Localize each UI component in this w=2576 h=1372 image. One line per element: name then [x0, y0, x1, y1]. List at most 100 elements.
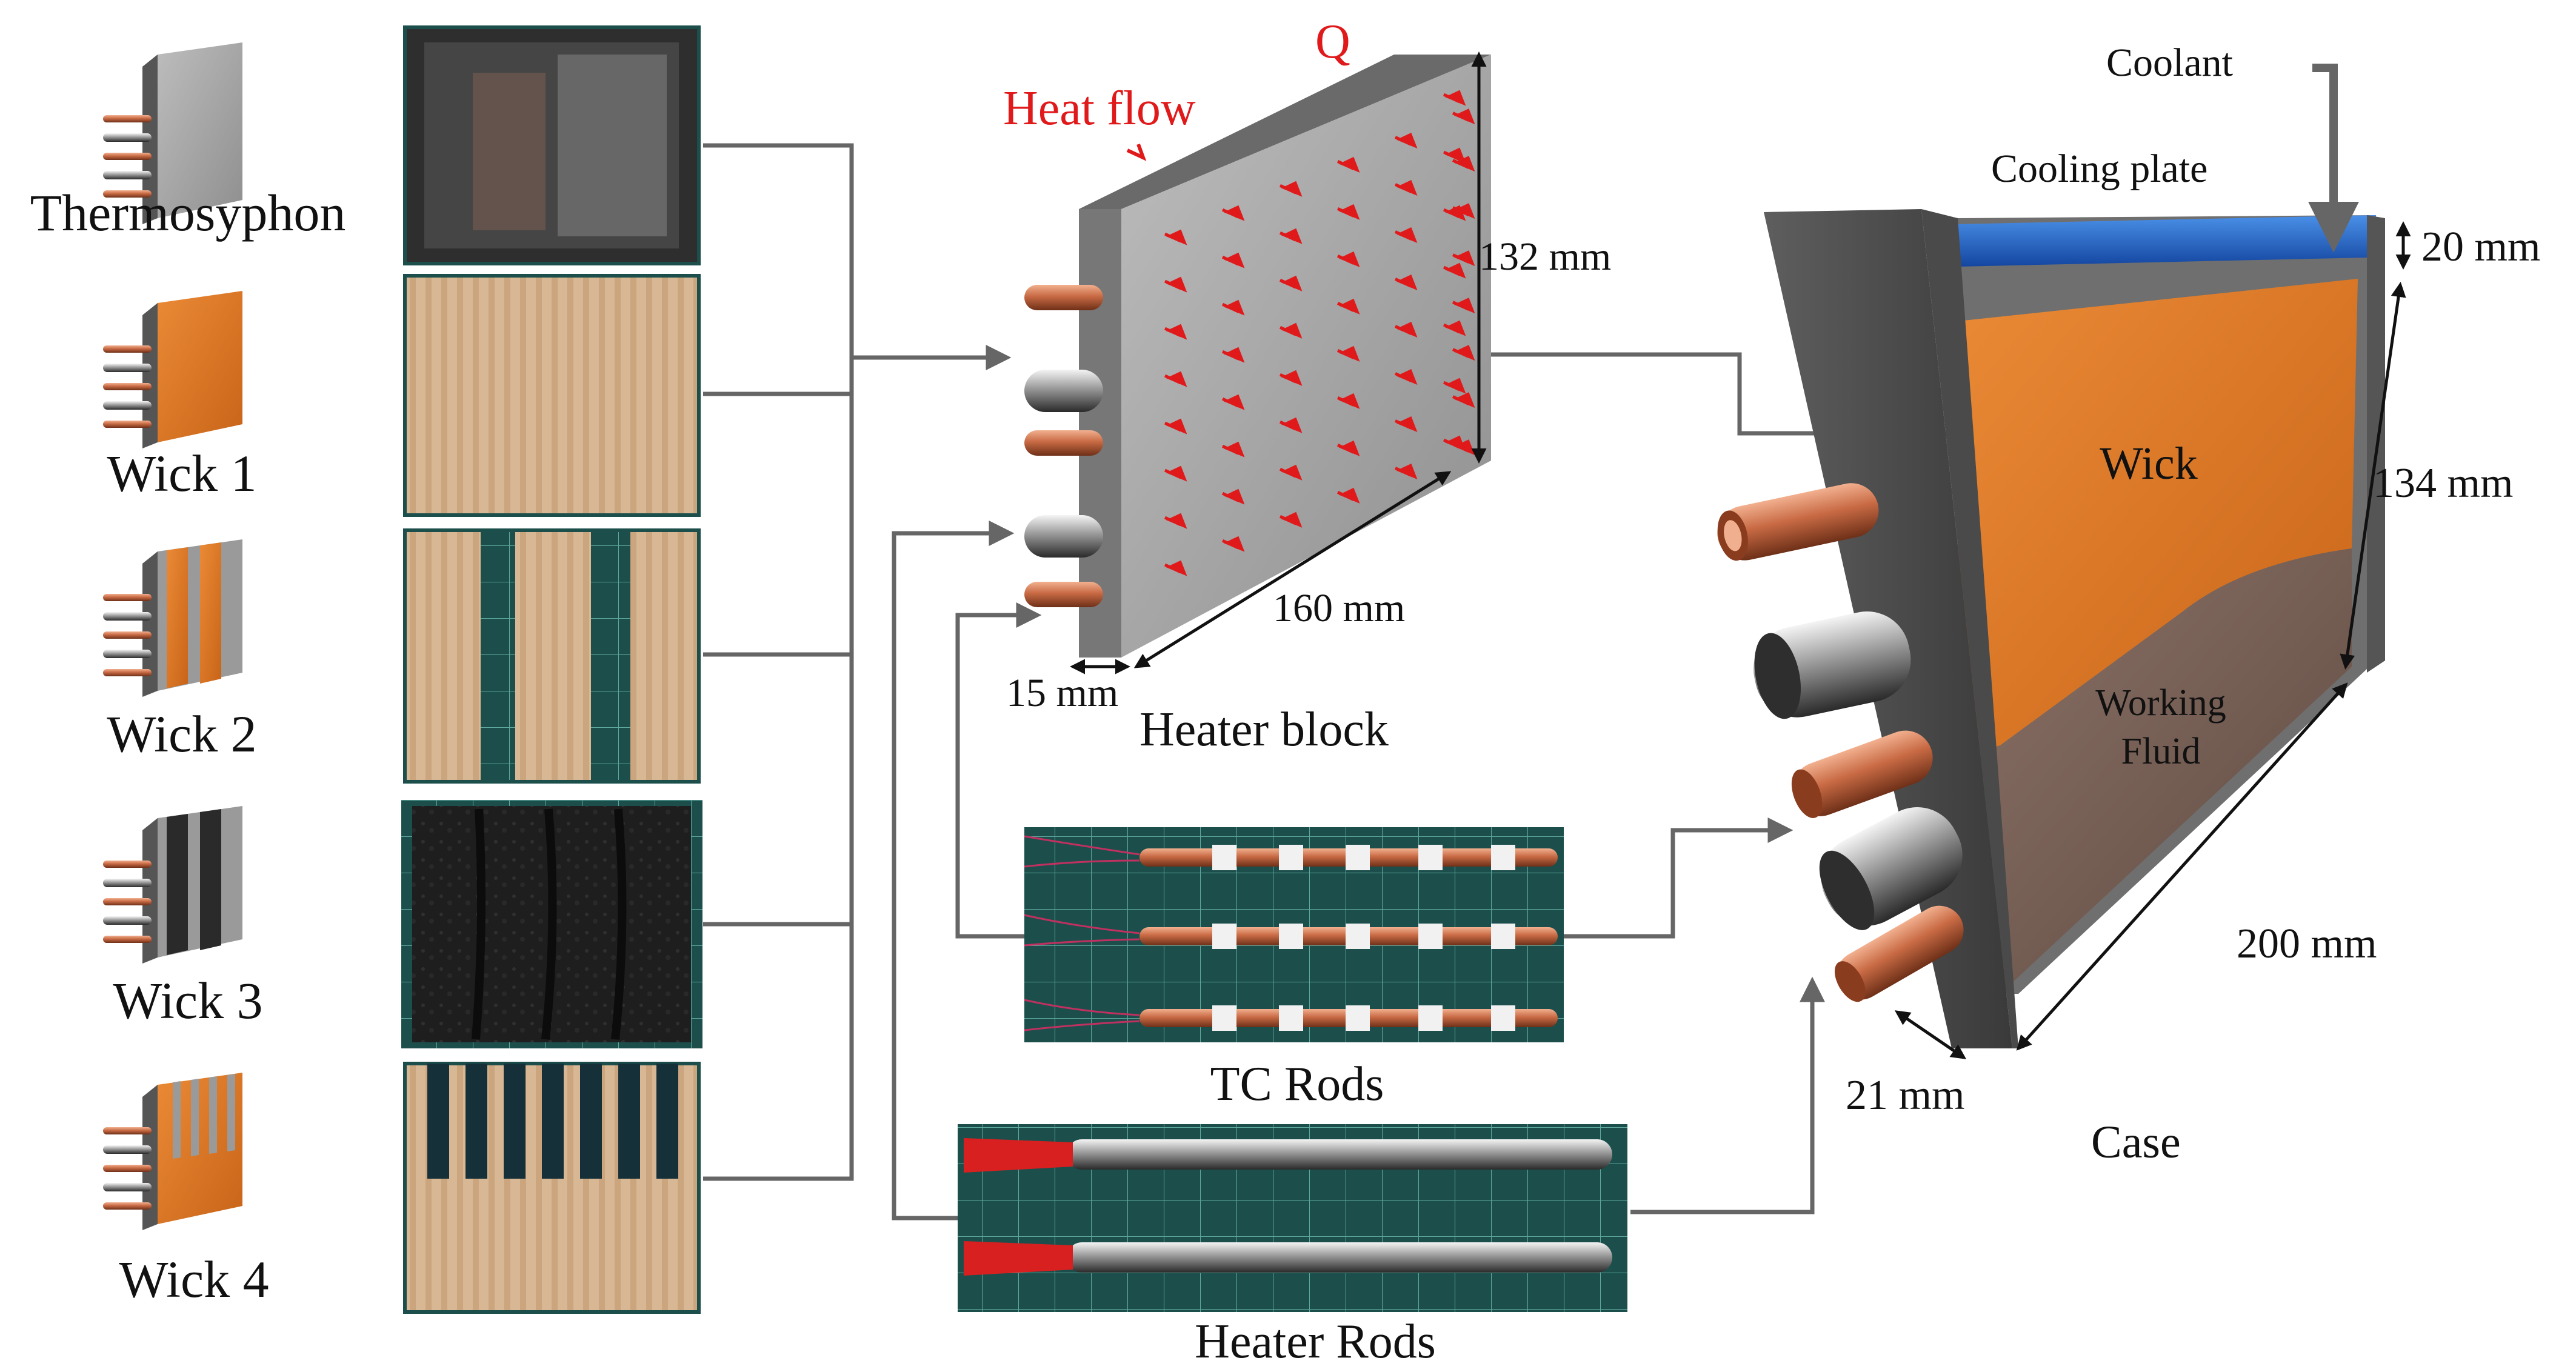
wick-4-icon	[103, 1073, 242, 1230]
heater-depth-label: 15 mm	[1006, 671, 1118, 715]
heat-flow-arrow	[1279, 370, 1303, 386]
heat-flow-arrow	[1336, 251, 1360, 267]
variant-label-wick-2: Wick 2	[107, 705, 256, 763]
heat-flow-arrow	[1443, 147, 1466, 164]
heat-flow-arrow	[1394, 179, 1418, 196]
heat-flow-arrow	[1279, 275, 1303, 291]
heat-flow-arrow	[1443, 435, 1466, 451]
case-length-dimension	[2016, 682, 2348, 1051]
heat-flow-arrow	[1164, 418, 1187, 435]
case-assembly: Coolant Cooling plate Wick Working Fluid…	[1717, 41, 2540, 1168]
heat-flow-arrow	[1164, 229, 1187, 245]
heat-flow-arrow	[1221, 347, 1245, 363]
heat-flow-arrow	[1443, 205, 1466, 221]
q-label: Q	[1315, 15, 1350, 68]
heater-block-rods	[1024, 285, 1103, 607]
wick-1-photo	[403, 274, 701, 517]
variant-label-wick-3: Wick 3	[113, 971, 262, 1030]
heat-flow-arrow	[1394, 274, 1418, 290]
heat-flow-arrow	[1452, 108, 1475, 125]
width-dimension	[1133, 471, 1452, 668]
wick-1-icon	[103, 291, 242, 448]
heat-flow-arrows	[1164, 90, 1475, 576]
heat-flow-arrow	[1452, 250, 1475, 267]
wick-2-icon	[103, 539, 242, 697]
case-front-plate-face	[1921, 209, 2018, 1048]
heat-flow-arrow	[1336, 440, 1360, 456]
thermosyphon-icon	[103, 42, 242, 224]
heat-flow-arrow	[1221, 441, 1245, 458]
variant-label-wick-1: Wick 1	[107, 444, 256, 502]
case-rods	[1717, 483, 1964, 1002]
thermosyphon-photo	[403, 25, 701, 265]
heat-flow-arrow	[1279, 181, 1303, 197]
heat-flow-arrow	[1279, 228, 1303, 244]
heat-flow-arrow	[1394, 321, 1418, 338]
wick-3-photo	[401, 800, 702, 1048]
heat-flow-arrow	[1279, 417, 1303, 433]
heat-flow-marker	[1126, 143, 1147, 161]
heat-flow-arrow	[1452, 392, 1475, 408]
heat-flow-label: Heat flow	[1003, 82, 1196, 135]
heat-flow-arrow	[1164, 324, 1187, 340]
heat-flow-arrow	[1443, 90, 1466, 106]
heater-rod-group	[964, 1138, 1612, 1276]
heat-flow-arrow	[1443, 320, 1466, 336]
heat-flow-arrow	[1221, 252, 1245, 268]
variant-label-wick-4: Wick 4	[119, 1250, 269, 1308]
heat-flow-arrow	[1221, 205, 1245, 221]
heat-flow-arrow	[1336, 204, 1360, 220]
heater-block: Heat flow Q 132 mm 160 mm 15 mm Heater b…	[1003, 15, 1611, 756]
heater-rods-photo: Heater Rods	[958, 1124, 1627, 1368]
heat-flow-arrow	[1452, 345, 1475, 361]
heat-flow-arrow	[1336, 345, 1360, 362]
heat-flow-arrow	[1221, 299, 1245, 316]
wick-label: Wick	[2100, 438, 2198, 489]
variant-photos	[401, 25, 702, 1314]
working-fluid-label-line2: Fluid	[2121, 731, 2201, 772]
wick-2-photo	[403, 528, 701, 784]
heat-flow-arrow	[1221, 394, 1245, 410]
coolant-label: Coolant	[2106, 41, 2233, 85]
case-length-label: 200 mm	[2237, 921, 2377, 967]
case-height-dimension	[2340, 282, 2406, 670]
variant-icons	[103, 42, 242, 1230]
case-height-label: 134 mm	[2373, 460, 2513, 507]
heater-block-top	[1079, 55, 1491, 209]
heat-flow-arrow	[1394, 227, 1418, 243]
case-depth-label: 21 mm	[1846, 1072, 1964, 1119]
coolant-arrow	[2308, 64, 2359, 253]
heater-height-label: 132 mm	[1479, 235, 1611, 279]
heater-rods-label: Heater Rods	[1195, 1315, 1436, 1368]
heat-flow-arrow	[1394, 416, 1418, 432]
tc-rods-label: TC Rods	[1210, 1057, 1384, 1111]
heater-width-label: 160 mm	[1273, 586, 1405, 630]
working-fluid-label-line1: Working	[2095, 682, 2226, 724]
cooling-plate-label: Cooling plate	[1991, 147, 2207, 191]
heat-flow-arrow	[1394, 132, 1418, 148]
heat-flow-arrow	[1443, 262, 1466, 279]
case-title: Case	[2091, 1117, 2181, 1168]
tc-rod-group	[1024, 835, 1558, 1031]
wick-region	[1958, 279, 2358, 758]
heat-flow-arrow	[1164, 371, 1187, 387]
heat-flow-arrow	[1336, 156, 1360, 173]
case-depth-dimension	[1894, 1010, 1967, 1059]
thermosyphon-rods	[103, 115, 152, 198]
tc-rods-photo: TC Rods	[1024, 827, 1564, 1111]
heat-flow-arrow	[1452, 298, 1475, 314]
heat-flow-arrow	[1164, 276, 1187, 293]
heat-flow-arrow	[1443, 378, 1466, 394]
heat-flow-arrow	[1394, 368, 1418, 385]
heat-flow-arrow	[1336, 298, 1360, 315]
wick-3-icon	[103, 806, 242, 964]
wick-4-photo	[403, 1062, 701, 1314]
cooling-plate-body	[1958, 215, 2376, 267]
plate-thickness-label: 20 mm	[2421, 224, 2540, 270]
variant-labels: Thermosyphon Wick 1 Wick 2 Wick 3 Wick 4	[30, 184, 346, 1308]
heat-flow-arrow	[1336, 393, 1360, 409]
heater-block-title: Heater block	[1140, 703, 1389, 756]
heat-flow-arrow	[1279, 322, 1303, 339]
variant-label-thermosyphon: Thermosyphon	[30, 184, 346, 242]
